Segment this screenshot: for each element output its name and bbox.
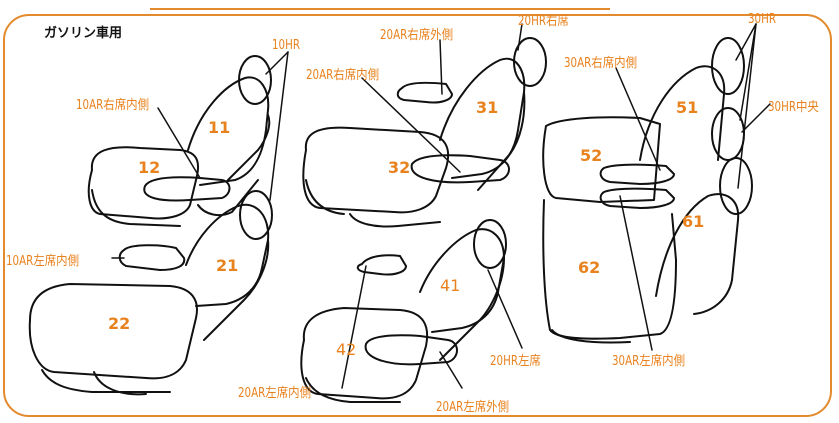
label-10ar-left-inner: 10AR左席内側	[6, 254, 80, 269]
seat-11-12	[87, 55, 272, 227]
label-10hr: 10HR	[272, 38, 300, 53]
seat-number-62: 62	[578, 258, 601, 277]
seat-number-11: 11	[208, 118, 231, 137]
seat-number-52: 52	[580, 146, 603, 165]
page-title: ガソリン車用	[44, 26, 123, 41]
seat-number-22: 22	[108, 314, 131, 333]
label-10ar-right-inner: 10AR右席内側	[76, 98, 150, 113]
label-20ar-left-outer: 20AR左席外側	[436, 400, 510, 415]
label-30hr-center: 30HR中央	[768, 100, 819, 115]
seat-number-12: 12	[138, 158, 161, 177]
seat-number-31: 31	[476, 98, 499, 117]
seat-number-41: 41	[440, 276, 461, 295]
seat-number-51: 51	[676, 98, 699, 117]
seat-41-42	[300, 219, 507, 403]
seat-31-32	[302, 37, 547, 228]
label-20ar-right-outer: 20AR右席外側	[380, 28, 454, 43]
label-30ar-right-inner: 30AR右席内側	[564, 56, 638, 71]
label-30hr: 30HR	[748, 12, 776, 27]
seat-number-42: 42	[336, 340, 357, 359]
seat-number-32: 32	[388, 158, 411, 177]
top-border-line	[150, 8, 610, 10]
label-20hr-left: 20HR左席	[490, 354, 541, 369]
leader-lines	[111, 23, 771, 389]
label-20ar-right-inner: 20AR右席内側	[306, 68, 380, 83]
diagram-frame	[3, 14, 832, 417]
seat-51-52-61-62	[542, 37, 753, 344]
seat-number-21: 21	[216, 256, 239, 275]
label-20ar-left-inner: 20AR左席内側	[238, 386, 312, 401]
label-30ar-left-inner: 30AR左席内側	[612, 354, 686, 369]
seat-number-61: 61	[682, 212, 705, 231]
seat-21-22	[28, 190, 273, 396]
label-20hr-right: 20HR右席	[518, 14, 569, 29]
